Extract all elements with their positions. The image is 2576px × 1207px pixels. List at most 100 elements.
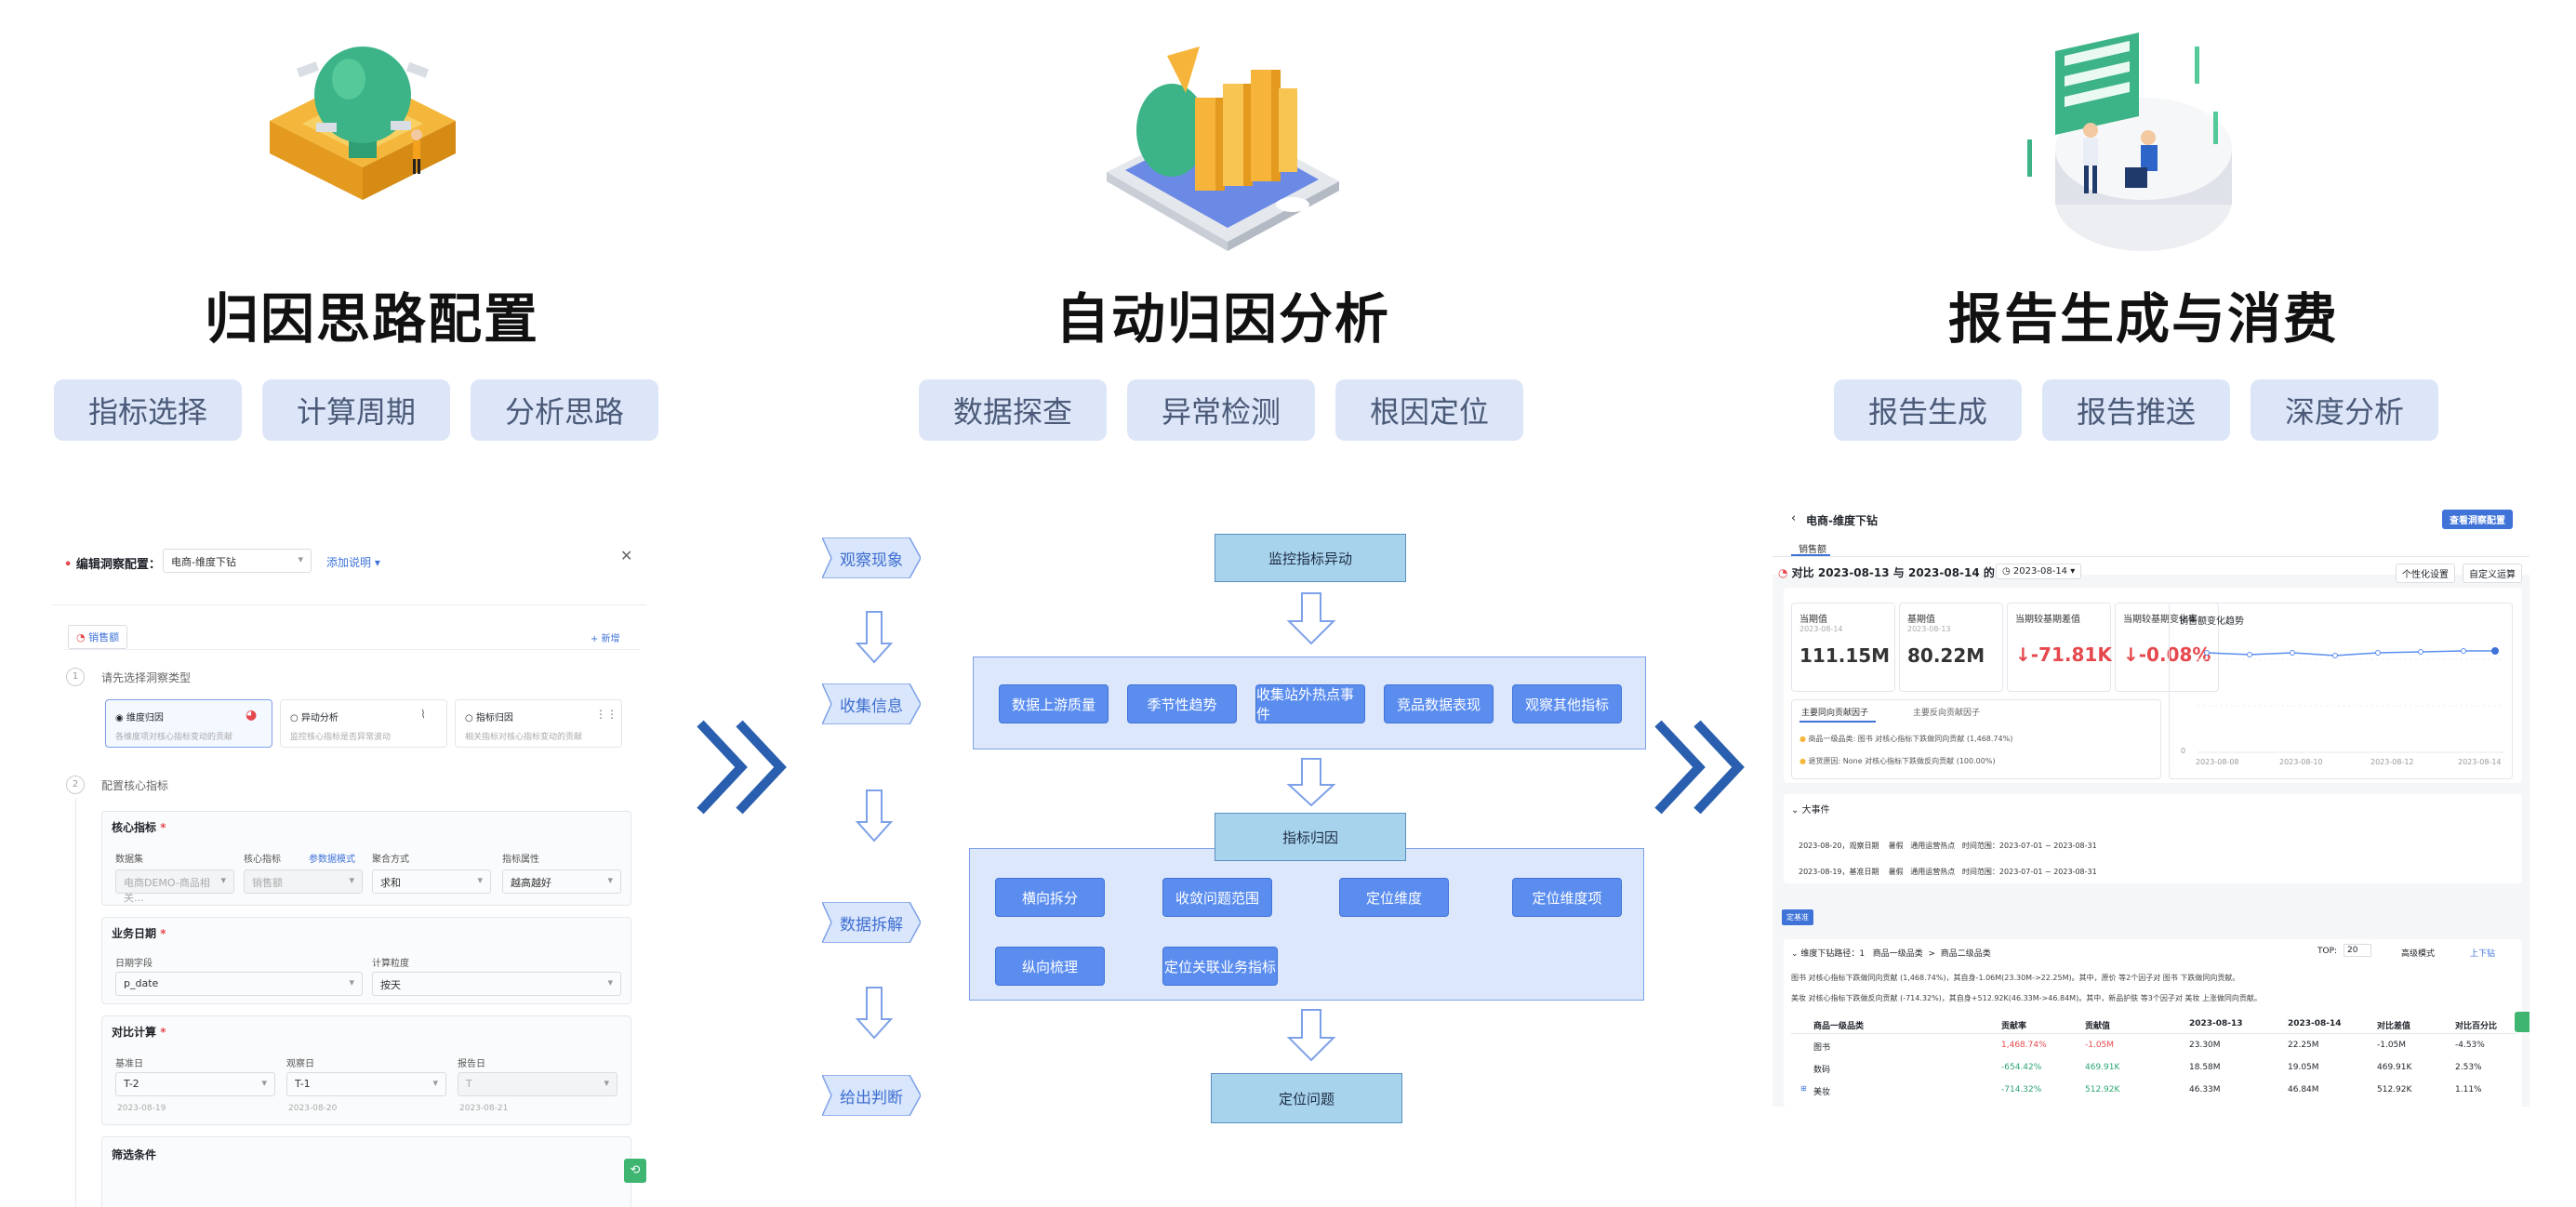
- aggregation-select[interactable]: 求和: [372, 869, 491, 894]
- tab-divider: [64, 649, 641, 650]
- trend-title: 销售额变化趋势: [2179, 617, 2244, 627]
- label-report-day: 报告日: [458, 1059, 485, 1069]
- label-dataset: 数据集: [115, 855, 143, 865]
- pill-root-cause: 根因定位: [1335, 379, 1523, 441]
- node-metric-attribution: 指标归因: [1215, 813, 1406, 861]
- node-competitor-data: 竞品数据表现: [1384, 684, 1494, 723]
- metric-attr-select[interactable]: 越高越好: [502, 869, 621, 894]
- bulb-icon: ●: [1799, 757, 1806, 765]
- back-icon[interactable]: ‹: [1791, 511, 1797, 525]
- tab-sales[interactable]: ◔ 销售额: [68, 625, 128, 649]
- type-desc: 各维度项对核心指标变动的贡献: [115, 733, 233, 742]
- type-name: 异动分析: [300, 713, 339, 723]
- base-day-select[interactable]: T-2: [115, 1072, 275, 1096]
- label-aggregation: 聚合方式: [372, 855, 409, 865]
- data-mode-link[interactable]: 参数据模式: [309, 855, 355, 865]
- analysis-illustration-icon: [1107, 46, 1339, 251]
- date-field-select[interactable]: p_date: [115, 972, 363, 996]
- advanced-mode-toggle[interactable]: 高级模式: [2401, 949, 2436, 959]
- metric-value: ↓-0.08%: [2123, 643, 2211, 666]
- type-card-metric[interactable]: ○ 指标归因 ⋮⋮ 相关指标对核心指标变动的贡献: [455, 699, 622, 748]
- chevron-down-icon[interactable]: ⌄: [1791, 949, 1799, 959]
- bulb-icon: ●: [1799, 735, 1806, 743]
- personal-settings-button[interactable]: 个性化设置: [2396, 564, 2455, 583]
- event-row: 2023-08-20，观察日期 暑假 通用运营热点 时间范围：2023-07-0…: [1799, 842, 2097, 850]
- pill-calc-period: 计算周期: [262, 379, 450, 441]
- stage-title-report: 报告生成与消费: [1947, 287, 2339, 351]
- set-baseline-button[interactable]: 定基准: [1782, 909, 1813, 925]
- granularity-select[interactable]: 按天: [372, 972, 621, 996]
- report-tab[interactable]: 销售额: [1799, 545, 1826, 555]
- col-header: 2023-08-14: [2288, 1019, 2342, 1028]
- col-header: 对比百分比: [2455, 1022, 2498, 1031]
- tag-judge: 给出判断: [822, 1075, 921, 1116]
- report-day-date: 2023-08-21: [459, 1104, 509, 1113]
- report-illustration-icon: [2027, 33, 2232, 251]
- events-title: 大事件: [1801, 805, 1830, 816]
- node-vertical-review: 纵向梳理: [995, 947, 1105, 986]
- label-core-metric: 核心指标: [244, 855, 281, 865]
- pill-report-push: 报告推送: [2042, 379, 2230, 441]
- node-external-events: 收集站外热点事件: [1255, 684, 1365, 723]
- node-seasonal-trend: 季节性趋势: [1127, 684, 1237, 723]
- top-input[interactable]: 20: [2344, 944, 2371, 957]
- tab-negative-factor[interactable]: 主要反向贡献因子: [1913, 709, 1981, 718]
- tree-icon: ⋮⋮: [595, 708, 617, 721]
- custom-calc-button[interactable]: 自定义运算: [2463, 564, 2522, 583]
- tag-decompose: 数据拆解: [822, 902, 921, 943]
- label-base-day: 基准日: [115, 1059, 143, 1069]
- date-picker[interactable]: ◷ 2023-08-14 ▾: [1996, 564, 2082, 579]
- divider: [51, 604, 646, 605]
- observe-day-select[interactable]: T-1: [286, 1072, 446, 1096]
- node-horizontal-split: 横向拆分: [995, 878, 1105, 917]
- dataset-select[interactable]: 电商DEMO-商品相关...: [115, 869, 234, 904]
- tab-positive-factor[interactable]: 主要同向贡献因子: [1801, 709, 1869, 718]
- table-row[interactable]: 图书 1,468.74% -1.05M 23.30M 22.25M -1.05M…: [1813, 1041, 2485, 1053]
- x-tick: 2023-08-14: [2458, 758, 2502, 766]
- trend-line: [2198, 647, 2504, 753]
- metric-value: 111.15M: [1799, 644, 1891, 667]
- tag-collect: 收集信息: [822, 683, 921, 724]
- floating-help-icon[interactable]: ⟲: [624, 1159, 646, 1183]
- table-row[interactable]: 数码 -654.42% 469.91K 18.58M 19.05M 469.91…: [1813, 1063, 2482, 1075]
- chevron-down-icon[interactable]: ⌄: [1791, 805, 1799, 816]
- view-config-button[interactable]: 查看洞察配置: [2442, 510, 2513, 529]
- filter-title: 筛选条件: [112, 1148, 157, 1161]
- clock-icon: ◷: [2002, 566, 2011, 577]
- report-day-select[interactable]: T: [458, 1072, 617, 1096]
- metrics-card: [1784, 588, 2522, 783]
- note-line-1: 图书 对核心指标下跌做同向贡献 (1,468.74%)，其自身-1.06M(23…: [1791, 974, 2240, 982]
- add-description-link[interactable]: 添加说明 ▾: [326, 556, 380, 569]
- expand-icon[interactable]: ⊞: [1800, 1084, 1807, 1093]
- config-name-field[interactable]: 电商-维度下钻: [163, 549, 312, 573]
- core-metric-select[interactable]: 销售额: [244, 869, 363, 894]
- config-header-label: 编辑洞察配置: [75, 558, 149, 572]
- pill-report-gen: 报告生成: [1834, 379, 2022, 441]
- config-illustration-icon: [270, 46, 456, 200]
- date-title: 业务日期: [112, 927, 157, 940]
- factor-line-1: 商品一级品类: 图书 对核心指标下跌做同向贡献 (1,468.74%): [1808, 735, 2013, 743]
- event-row: 2023-08-19，基准日期 暑假 通用运营热点 时间范围：2023-07-0…: [1799, 868, 2097, 876]
- col-header: 贡献率: [2001, 1022, 2027, 1031]
- label-date-field: 日期字段: [115, 959, 153, 969]
- note-line-2: 美妆 对核心指标下跌做反向贡献 (-714.32%)，其自身+512.92K(4…: [1791, 994, 2262, 1002]
- colorful-ring-icon: ◕: [246, 708, 258, 723]
- type-card-anomaly[interactable]: ○ 异动分析 ⌇ 监控核心指标是否异常波动: [280, 699, 447, 748]
- compare-icon: ◔: [1778, 566, 1788, 579]
- close-icon[interactable]: ✕: [620, 547, 633, 564]
- col-header: 2023-08-13: [2189, 1019, 2243, 1028]
- type-card-dimension[interactable]: ◉ 维度归因 ◕ 各维度项对核心指标变动的贡献: [105, 699, 272, 748]
- x-tick: 2023-08-08: [2196, 758, 2239, 766]
- add-new-link[interactable]: + 新增: [591, 634, 620, 644]
- table-row[interactable]: ⊞ 美妆 -714.32% 512.92K 46.33M 46.84M 512.…: [1800, 1084, 2482, 1097]
- drill-up-down-link[interactable]: 上下钻: [2470, 949, 2496, 959]
- node-related-metrics: 定位关联业务指标: [1162, 947, 1278, 986]
- drill-card: [1784, 939, 2522, 1107]
- floating-help-icon[interactable]: [2515, 1012, 2530, 1032]
- node-upstream-quality: 数据上游质量: [999, 684, 1109, 723]
- x-tick: 2023-08-10: [2279, 758, 2323, 766]
- chevron-right-icon: [697, 720, 787, 815]
- step1-title: 请先选择洞察类型: [101, 671, 192, 684]
